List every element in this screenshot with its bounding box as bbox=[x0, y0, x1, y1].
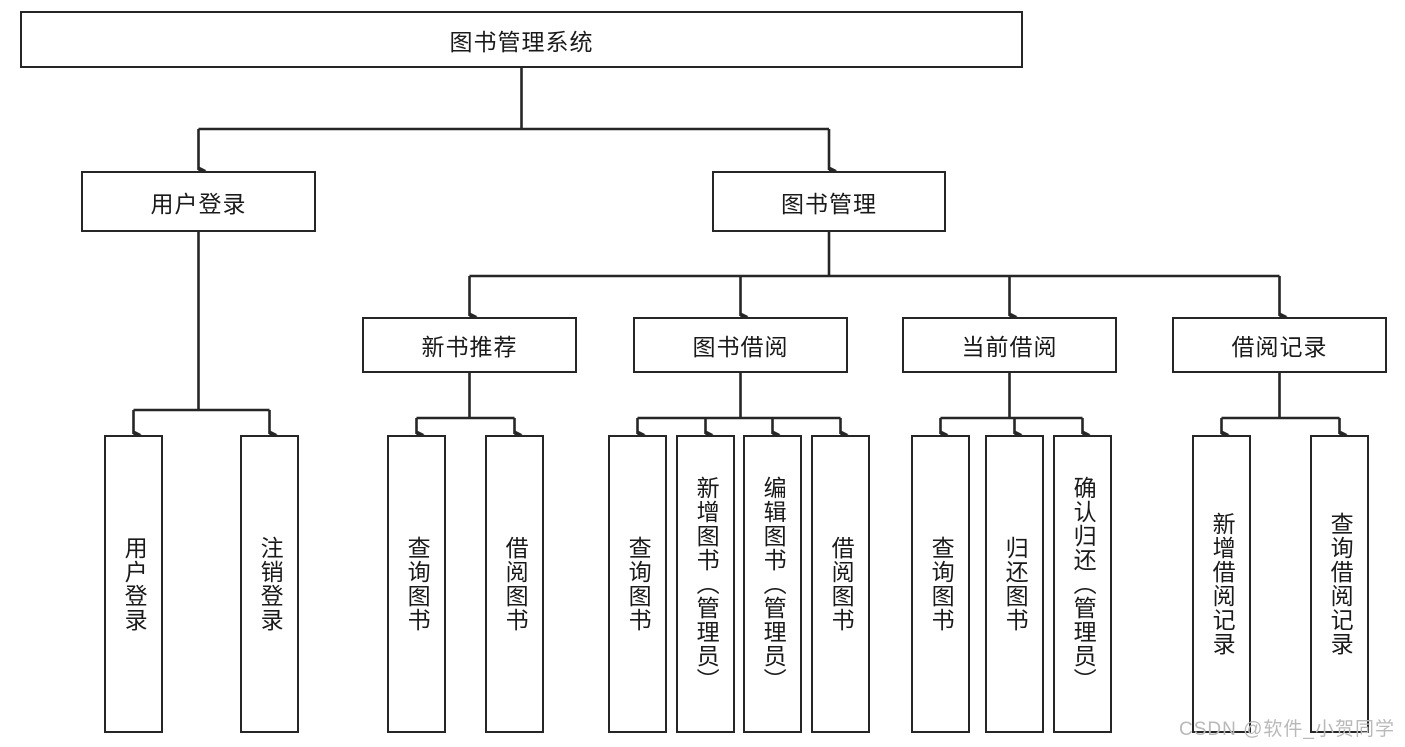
node-label: 归还图书 bbox=[1002, 536, 1029, 632]
node-leaf-leaf-confirm-return-admin[interactable]: 确认归还（管理员） bbox=[1053, 435, 1112, 733]
node-label: 查询图书 bbox=[404, 536, 431, 632]
node-label: 编辑图书（管理员） bbox=[760, 476, 787, 692]
node-label: 注销登录 bbox=[257, 536, 284, 632]
node-leaf-leaf-borrow-book-2[interactable]: 借阅图书 bbox=[811, 435, 870, 733]
node-root: 图书管理系统 bbox=[20, 11, 1023, 68]
node-label: 用户登录 bbox=[150, 190, 247, 217]
node-label: 新增借阅记录 bbox=[1209, 512, 1236, 656]
node-leaf-leaf-add-borrow-record[interactable]: 新增借阅记录 bbox=[1192, 435, 1251, 733]
node-label: 借阅记录 bbox=[1231, 334, 1328, 360]
node-leaf-leaf-query-book-2[interactable]: 查询图书 bbox=[608, 435, 667, 733]
node-label: 新增图书（管理员） bbox=[693, 476, 720, 692]
node-leaf-leaf-add-book-admin[interactable]: 新增图书（管理员） bbox=[676, 435, 735, 733]
node-label: 查询图书 bbox=[928, 536, 955, 632]
node-level3-book-borrow[interactable]: 图书借阅 bbox=[633, 317, 848, 373]
node-label: 确认归还（管理员） bbox=[1070, 476, 1097, 692]
node-label: 借阅图书 bbox=[502, 536, 529, 632]
node-label: 图书管理系统 bbox=[449, 28, 594, 55]
node-level3-borrow-record[interactable]: 借阅记录 bbox=[1172, 317, 1387, 373]
node-label: 借阅图书 bbox=[828, 536, 855, 632]
node-leaf-leaf-edit-book-admin[interactable]: 编辑图书（管理员） bbox=[743, 435, 802, 733]
node-leaf-leaf-query-book-3[interactable]: 查询图书 bbox=[911, 435, 970, 733]
node-leaf-leaf-user-login[interactable]: 用户登录 bbox=[104, 435, 163, 733]
node-label: 图书借阅 bbox=[692, 334, 789, 360]
node-level3-new-book-recommend[interactable]: 新书推荐 bbox=[362, 317, 577, 373]
node-label: 用户登录 bbox=[121, 536, 148, 632]
node-level2-book-management[interactable]: 图书管理 bbox=[712, 171, 946, 232]
node-label: 新书推荐 bbox=[421, 334, 518, 360]
node-label: 图书管理 bbox=[781, 190, 877, 217]
node-leaf-leaf-return-book[interactable]: 归还图书 bbox=[985, 435, 1044, 733]
node-level3-current-borrow[interactable]: 当前借阅 bbox=[902, 317, 1117, 373]
node-label: 当前借阅 bbox=[961, 334, 1058, 360]
node-leaf-leaf-logout-login[interactable]: 注销登录 bbox=[240, 435, 299, 733]
node-leaf-leaf-query-borrow-record[interactable]: 查询借阅记录 bbox=[1310, 435, 1369, 733]
node-level2-user-login[interactable]: 用户登录 bbox=[81, 171, 316, 232]
csdn-watermark: CSDN @软件_小贺同学 bbox=[1179, 719, 1395, 740]
node-leaf-leaf-query-book-1[interactable]: 查询图书 bbox=[387, 435, 446, 733]
node-label: 查询图书 bbox=[625, 536, 652, 632]
node-leaf-leaf-borrow-book-1[interactable]: 借阅图书 bbox=[485, 435, 544, 733]
node-label: 查询借阅记录 bbox=[1327, 512, 1354, 656]
